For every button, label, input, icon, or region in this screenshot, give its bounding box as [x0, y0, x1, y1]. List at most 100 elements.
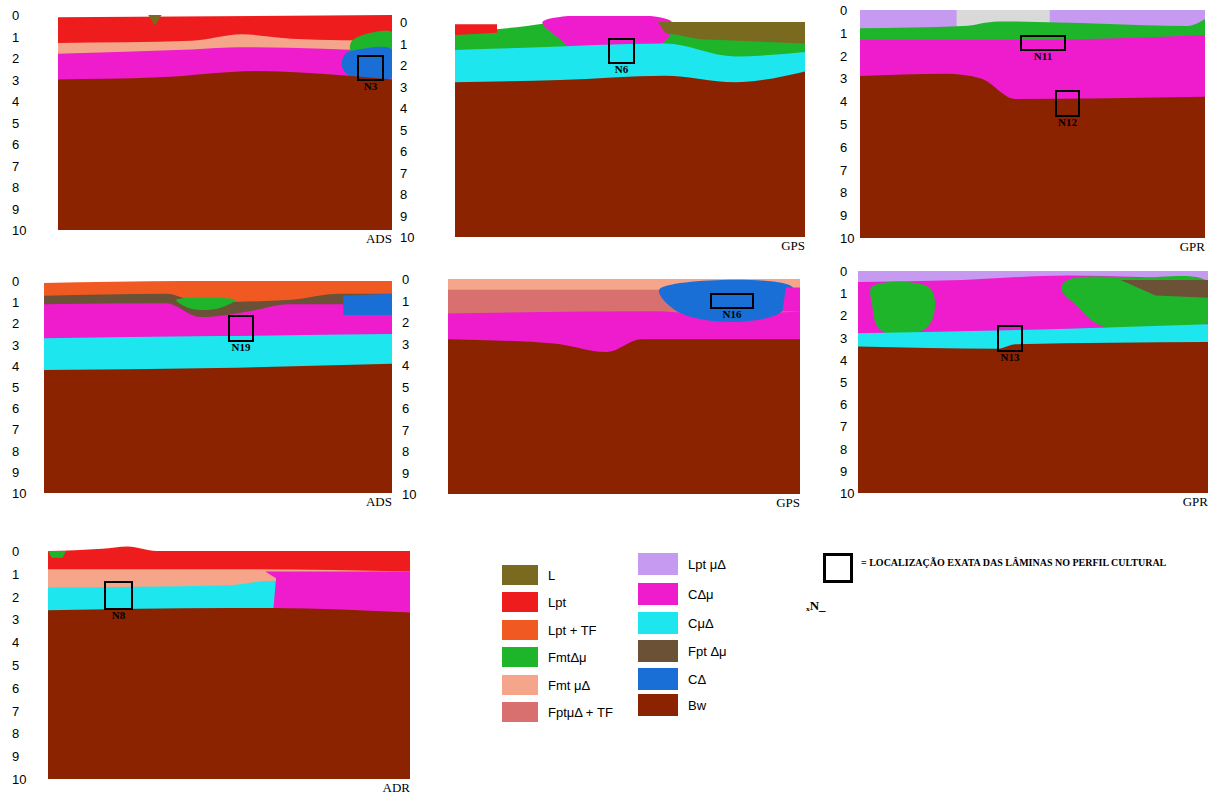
soil-layer [860, 10, 1205, 238]
depth-tick: 0 [12, 274, 19, 289]
section-label: N8 [112, 609, 125, 621]
soil-layer [860, 74, 1205, 238]
depth-tick: 1 [12, 295, 19, 310]
soil-layer [58, 47, 392, 230]
soil-layer [448, 339, 800, 494]
depth-tick: 9 [402, 465, 409, 480]
soil-profile [860, 10, 1205, 238]
depth-tick: 8 [12, 180, 19, 195]
depth-tick: 7 [12, 703, 19, 718]
depth-tick: 9 [12, 749, 19, 764]
soil-layer [48, 569, 410, 779]
soil-layer [44, 334, 392, 493]
legend-text: Fpt Δμ [688, 644, 727, 659]
depth-tick: 6 [840, 397, 847, 412]
legend-swatch [638, 694, 678, 716]
depth-tick: 6 [12, 137, 19, 152]
depth-tick: 4 [840, 94, 847, 109]
soil-profile [58, 15, 392, 230]
depth-tick: 1 [12, 566, 19, 581]
legend-swatch [638, 640, 678, 662]
section-label: N6 [615, 63, 628, 75]
depth-tick: 3 [402, 336, 409, 351]
depth-tick: 0 [12, 544, 19, 559]
legend-swatch [502, 592, 538, 612]
legend-text: CΔμ [688, 587, 714, 602]
depth-tick: 4 [402, 358, 409, 373]
depth-tick: 10 [12, 772, 26, 787]
legend-swatch [638, 668, 678, 690]
soil-layer [870, 282, 935, 336]
soil-layer [44, 364, 392, 493]
depth-tick: 7 [400, 165, 407, 180]
legend-swatch [502, 647, 538, 667]
soil-layer [455, 71, 805, 237]
depth-tick: 10 [400, 230, 414, 245]
depth-tick: 3 [12, 337, 19, 352]
soil-layer [448, 279, 800, 494]
section-box: N11 [1020, 35, 1066, 51]
section-box: N3 [357, 55, 384, 81]
depth-tick: 8 [400, 187, 407, 202]
legend-text: Bw [688, 698, 706, 713]
depth-tick: 0 [840, 264, 847, 279]
depth-tick: 10 [840, 231, 854, 246]
legend-symbol-note: ₓN_ [806, 598, 826, 613]
soil-layer [658, 22, 805, 44]
depth-tick: 9 [840, 208, 847, 223]
legend-text: Lpt + TF [548, 623, 597, 638]
legend-text: L [548, 568, 555, 583]
depth-tick: 6 [12, 680, 19, 695]
depth-tick: 2 [12, 589, 19, 604]
depth-tick: 4 [12, 635, 19, 650]
depth-tick: 9 [12, 464, 19, 479]
depth-tick: 4 [400, 101, 407, 116]
section-label: N12 [1058, 116, 1077, 128]
depth-tick: 2 [840, 48, 847, 63]
legend-swatch [638, 612, 678, 634]
soil-layer [455, 24, 497, 35]
section-label: N16 [723, 308, 742, 320]
legend-swatch [502, 675, 538, 695]
legend-swatch [502, 702, 538, 722]
depth-tick: 1 [12, 29, 19, 44]
depth-tick: 7 [840, 162, 847, 177]
depth-tick: 3 [12, 612, 19, 627]
legend-swatch [638, 553, 678, 575]
legend-text: = LOCALIZAÇÃO EXATA DAS LÂMINAS NO PERFI… [861, 557, 1196, 569]
soil-layer [148, 15, 161, 26]
depth-tick: 5 [12, 380, 19, 395]
section-label: N3 [364, 80, 377, 92]
soil-layer [858, 324, 1208, 493]
legend-text: Lpt μΔ [688, 557, 726, 572]
depth-tick: 3 [12, 72, 19, 87]
soil-layer [455, 22, 805, 237]
profile-name: ADS [366, 494, 392, 509]
legend-text: Lpt [548, 595, 566, 610]
soil-layer [448, 311, 800, 494]
legend-text: CΔ [688, 672, 706, 687]
soil-layer [659, 280, 794, 322]
depth-tick: 10 [12, 486, 26, 501]
soil-profile [858, 271, 1208, 493]
profile-name: GPS [776, 495, 800, 510]
depth-tick: 1 [400, 36, 407, 51]
soil-layer [48, 546, 410, 779]
depth-tick: 2 [12, 316, 19, 331]
legend-box-sample [823, 553, 853, 583]
soil-layer [48, 581, 410, 779]
depth-tick: 3 [400, 79, 407, 94]
depth-tick: 10 [402, 487, 416, 502]
depth-tick: 5 [840, 117, 847, 132]
depth-tick: 8 [840, 441, 847, 456]
soil-layer [858, 342, 1208, 493]
depth-tick: 6 [840, 139, 847, 154]
soil-layer [58, 15, 392, 230]
depth-tick: 0 [402, 272, 409, 287]
soil-layer [860, 19, 1205, 238]
depth-tick: 0 [840, 3, 847, 18]
depth-tick: 7 [12, 158, 19, 173]
profile-name: GPS [781, 238, 805, 253]
depth-tick: 0 [400, 15, 407, 30]
